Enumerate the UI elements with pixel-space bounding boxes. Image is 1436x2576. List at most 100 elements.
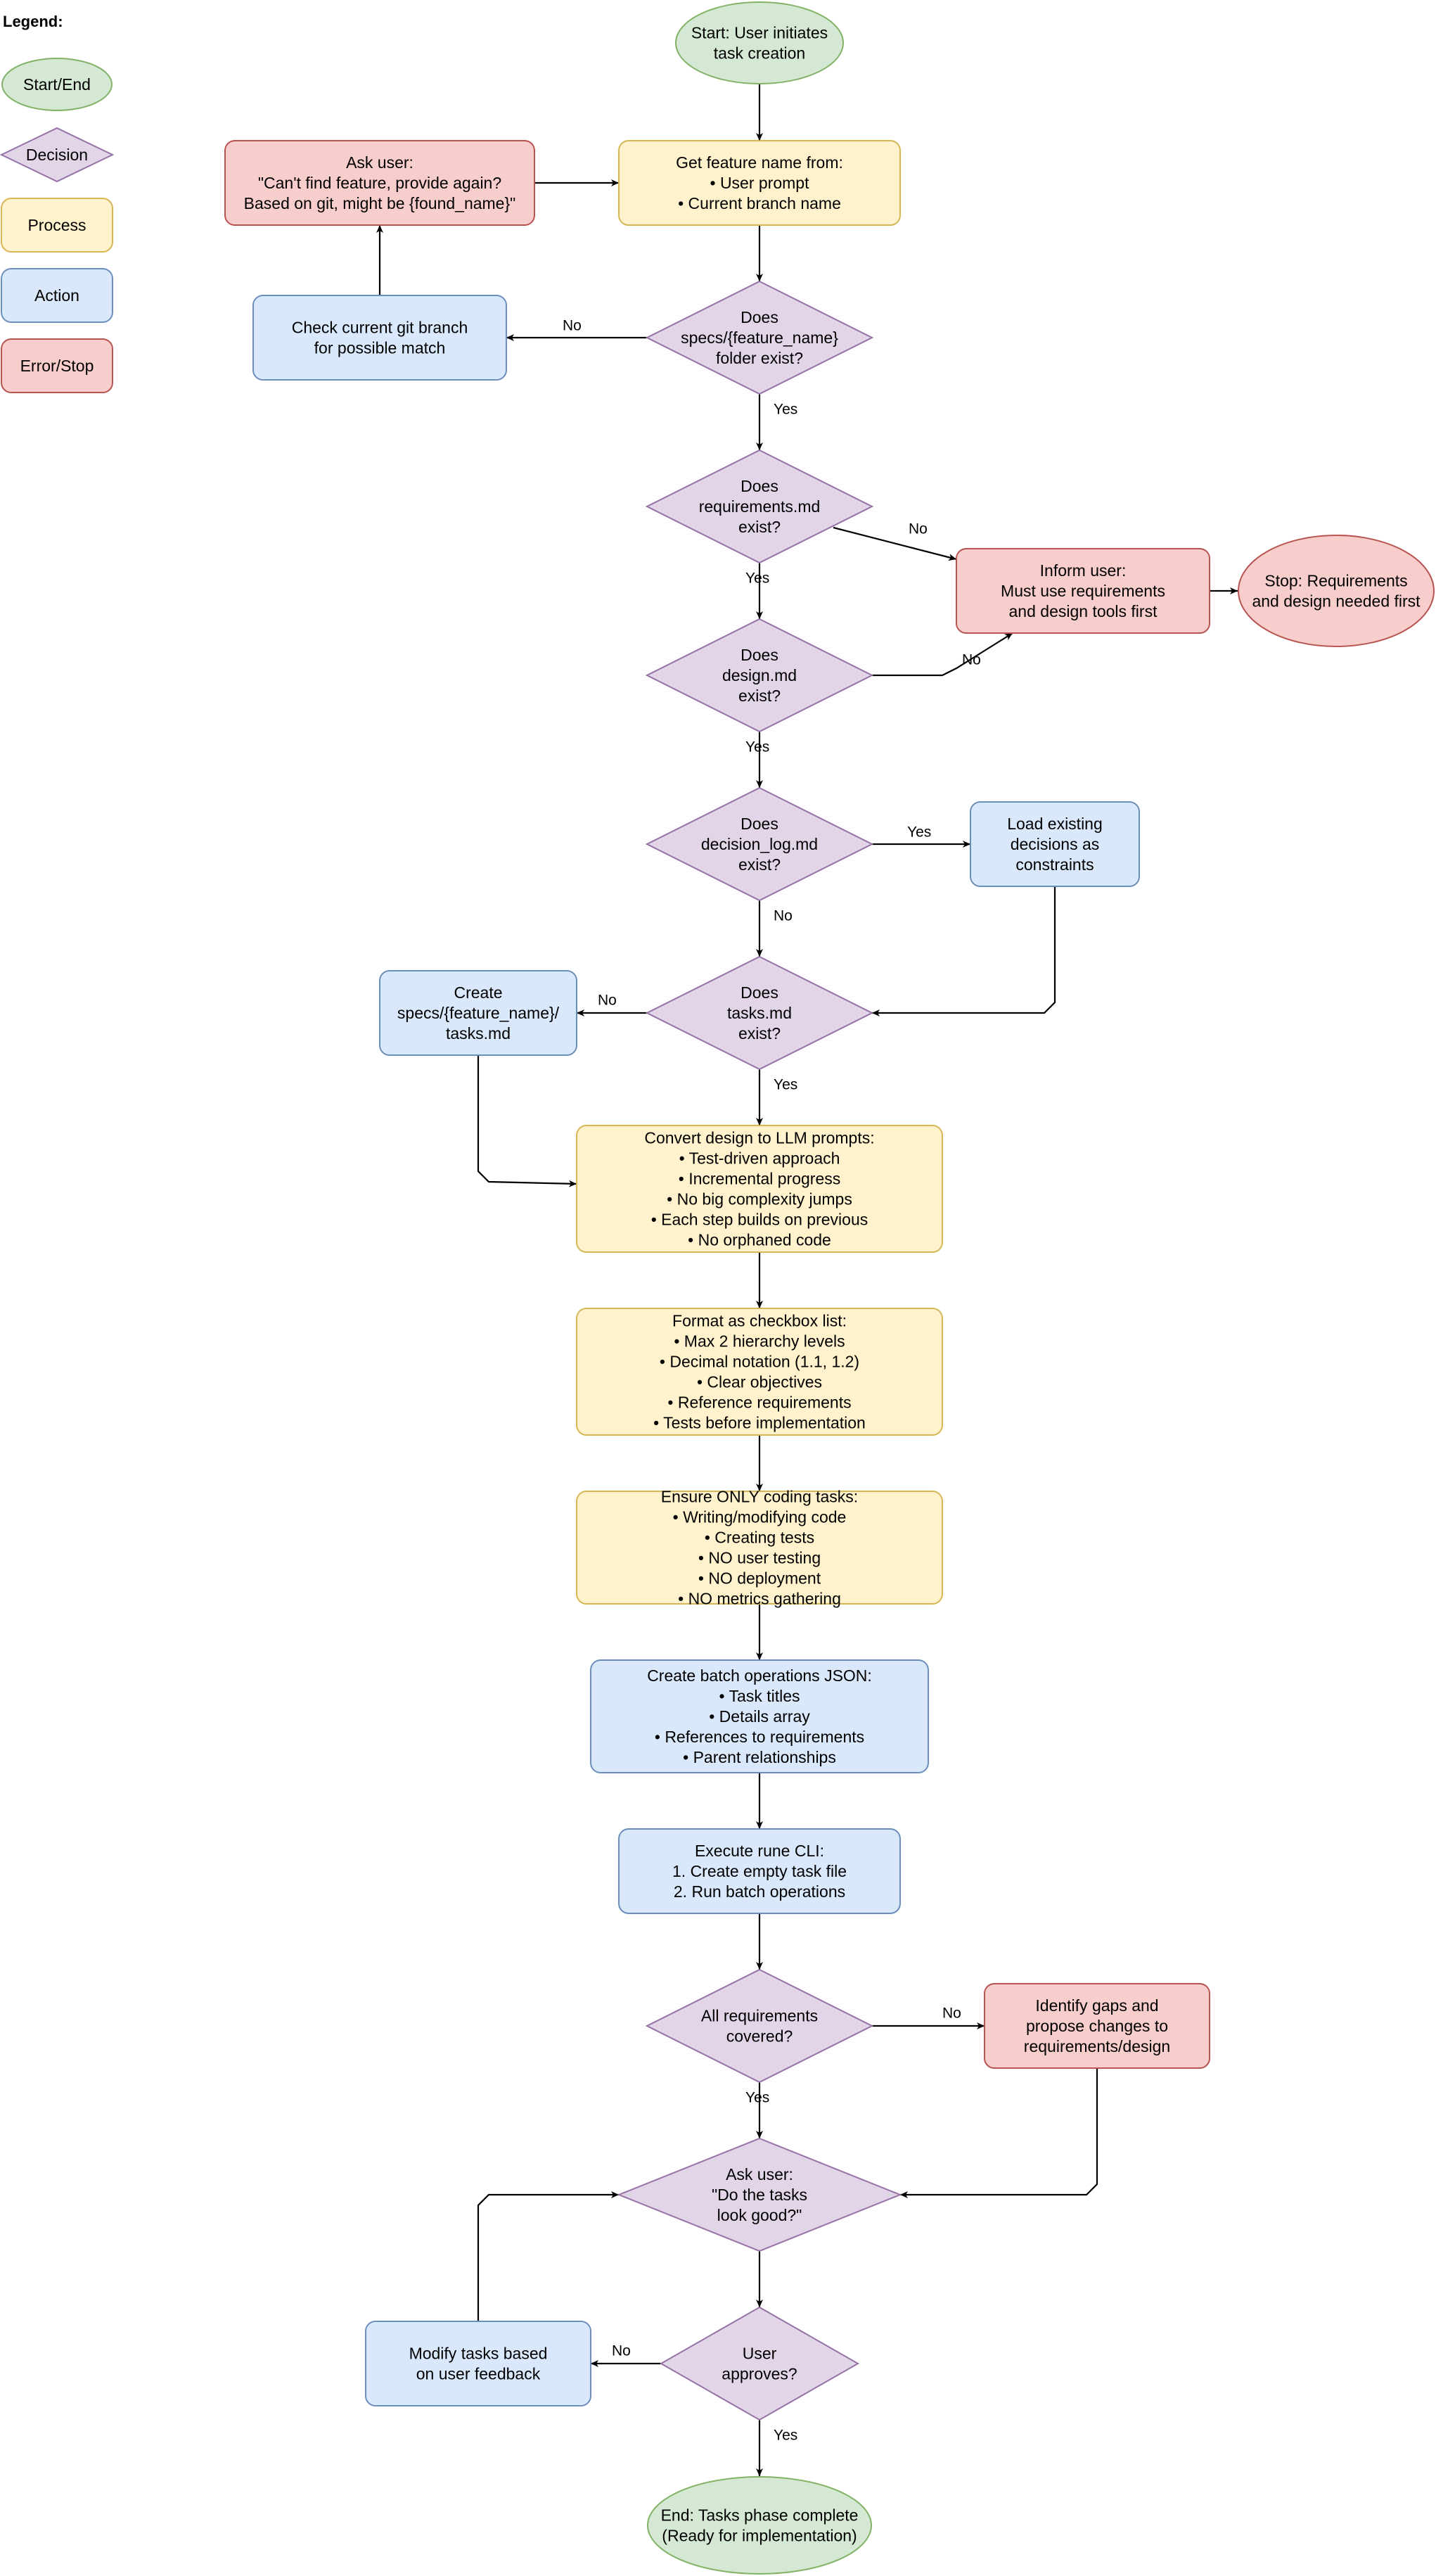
edge-label-covered-yes: Yes — [745, 2090, 769, 2106]
node-text-line: task creation — [714, 44, 805, 63]
node-shape-decision — [617, 2137, 902, 2252]
edge-requirements-no — [833, 526, 957, 561]
node-text-line: tasks.md — [727, 1004, 792, 1022]
node-text-line: • No orphaned code — [688, 1231, 831, 1249]
node-text-line: • Details array — [709, 1707, 810, 1726]
node-text-line: • Incremental progress — [679, 1170, 840, 1188]
node-text-line: Does — [741, 815, 778, 833]
node-text-line: approves? — [722, 2365, 797, 2383]
node-shape-decision — [659, 2306, 860, 2421]
node-text-line: folder exist? — [716, 349, 803, 367]
edge-label-specs-folder-yes: Yes — [774, 402, 797, 418]
edge-label-covered-no: No — [942, 2006, 961, 2022]
node-text-line: • User prompt — [710, 174, 810, 192]
edges — [376, 84, 1238, 2476]
node-shape-action — [252, 295, 507, 381]
node-text-line: • Clear objectives — [697, 1373, 822, 1391]
node-shape-decision — [645, 1968, 874, 2084]
edge-label-decision-log-yes: Yes — [907, 824, 931, 841]
node-shape-action — [618, 1828, 901, 1914]
legend-title: Legend: — [3, 13, 63, 30]
node-text-line: Must use requirements — [1001, 582, 1165, 600]
node-shape-startend — [675, 1, 844, 84]
node-text-line: decision_log.md — [701, 835, 818, 853]
node-stop-requirements: Stop: Requirements and design needed firs… — [1238, 535, 1435, 647]
node-text-line: look good?" — [717, 2206, 802, 2224]
node-text-line: Check current git branch — [292, 319, 468, 337]
edge-label-approves-yes: Yes — [774, 2428, 797, 2444]
node-text-line: Does — [741, 308, 778, 326]
legend: Legend:Start/EndDecisionProcessActionErr… — [0, 13, 115, 393]
node-check-git-branch: Check current git branch for possible mat… — [252, 295, 507, 381]
node-text-line: Does — [741, 477, 778, 495]
node-text-line: • Decimal notation (1.1, 1.2) — [660, 1353, 859, 1371]
node-text-line: requirements/design — [1024, 2037, 1170, 2055]
node-text-line: • No big complexity jumps — [667, 1190, 852, 1209]
legend-label: Error/Stop — [20, 357, 94, 375]
node-text-line: for possible match — [314, 339, 446, 357]
node-shape-action — [379, 970, 577, 1056]
node-shape-process — [576, 1308, 943, 1436]
node-ask-user-feature: Ask user:"Can't find feature, provide ag… — [224, 140, 535, 226]
node-text-line: Based on git, might be {found_name}" — [244, 194, 516, 212]
node-text-line: and design needed first — [1252, 592, 1421, 611]
node-text-line: Execute rune CLI: — [695, 1842, 824, 1860]
node-shape-startend — [647, 2476, 872, 2575]
node-text-line: Identify gaps and — [1035, 1996, 1158, 2015]
edge-label-specs-folder-no: No — [563, 318, 582, 334]
legend-swatch-diamond — [0, 127, 115, 183]
node-text-line: exist? — [738, 518, 781, 536]
node-text-line: • Parent relationships — [683, 1748, 836, 1766]
node-text-line: Format as checkbox list: — [672, 1312, 847, 1330]
node-text-line: • Tests before implementation — [653, 1414, 866, 1432]
node-text-line: • NO deployment — [698, 1569, 821, 1588]
node-text-line: Stop: Requirements — [1264, 572, 1407, 590]
edge-design-no — [872, 632, 1013, 677]
node-create-batch-json: Create batch operations JSON:• Task titl… — [590, 1659, 929, 1773]
node-text-line: constraints — [1015, 855, 1094, 874]
node-shape-decision — [645, 618, 874, 733]
node-text-line: propose changes to — [1026, 2017, 1168, 2035]
node-text-line: on user feedback — [416, 2365, 541, 2383]
legend-item: Action — [1, 268, 113, 323]
edge-label-tasks-no: No — [598, 993, 617, 1009]
node-text-line: Ask user: — [726, 2165, 793, 2183]
node-text-line: covered? — [726, 2027, 793, 2046]
node-shape-decision — [645, 786, 874, 902]
node-get-feature: Get feature name from:• User prompt• Cur… — [618, 140, 901, 226]
node-shape-decision — [645, 955, 874, 1071]
node-shape-decision — [645, 280, 874, 395]
node-text-line: • Reference requirements — [667, 1394, 851, 1412]
node-text-line: decisions as — [1011, 835, 1100, 853]
node-text-line: exist? — [738, 1024, 781, 1042]
node-shape-stop — [1238, 535, 1435, 647]
edge-label-design-yes: Yes — [745, 739, 769, 755]
legend-item: Error/Stop — [1, 338, 113, 393]
node-text-line: Inform user: — [1040, 561, 1127, 580]
legend-swatch-rect — [1, 268, 113, 323]
node-text-line: Create batch operations JSON: — [647, 1666, 872, 1685]
node-text-line: "Can't find feature, provide again? — [258, 174, 501, 192]
legend-label: Process — [27, 216, 86, 234]
node-text-line: • Each step builds on previous — [651, 1211, 868, 1229]
node-text-line: Get feature name from: — [676, 153, 843, 172]
legend-item: Decision — [0, 127, 115, 183]
node-ensure-coding: Ensure ONLY coding tasks:• Writing/modif… — [576, 1488, 943, 1608]
node-text-line: • NO user testing — [698, 1549, 821, 1567]
node-text-line: exist? — [738, 687, 781, 705]
legend-label: Action — [34, 286, 79, 305]
edge-label-design-no: No — [962, 652, 981, 668]
node-text-line: Convert design to LLM prompts: — [644, 1129, 874, 1147]
